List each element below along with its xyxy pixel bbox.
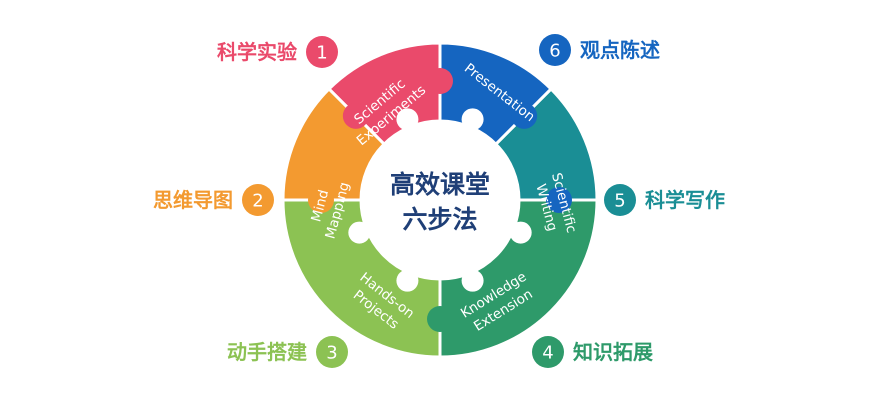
puzzle-knob-3	[511, 102, 538, 129]
puzzle-notch-2	[461, 108, 484, 131]
step-label-2: 2 思维导图	[153, 184, 274, 216]
puzzle-knob-4	[546, 187, 572, 213]
puzzle-knob-6	[308, 187, 334, 213]
step-label-4: 4 知识拓展	[532, 336, 653, 368]
step-number: 5	[614, 191, 625, 212]
puzzle-ring	[281, 41, 599, 359]
step-badge	[306, 36, 338, 68]
step-badge	[316, 336, 348, 368]
puzzle-notch-4	[348, 221, 371, 244]
step-title: 知识拓展	[573, 340, 653, 364]
step-label-3: 3 动手搭建	[227, 336, 348, 368]
step-label-6: 6 观点陈述	[539, 34, 660, 66]
step-number: 2	[252, 191, 263, 212]
puzzle-notch-6	[461, 269, 484, 292]
center-title-line-2: 六步法	[402, 205, 477, 234]
step-title: 动手搭建	[227, 340, 307, 364]
step-number: 3	[326, 343, 337, 364]
center-title-line-1: 高效课堂	[390, 170, 490, 199]
puzzle-knob-1	[342, 102, 369, 129]
step-title: 科学写作	[645, 188, 725, 212]
puzzle-knob-2	[427, 68, 453, 94]
puzzle-notch-1	[396, 108, 419, 131]
outer-labels: 1 科学实验 2 思维导图 3 动手搭建 4 知识拓展 5 科学写作 6 观点陈述	[153, 34, 725, 368]
puzzle-notch-5	[396, 269, 419, 292]
puzzle-notch-3	[509, 221, 532, 244]
step-badge	[604, 184, 636, 216]
center-hub: 高效课堂 六步法	[361, 121, 519, 279]
step-title: 观点陈述	[580, 38, 660, 62]
step-label-1: 1 科学实验	[217, 36, 338, 68]
step-label-5: 5 科学写作	[604, 184, 725, 216]
step-badge	[532, 336, 564, 368]
step-badge	[242, 184, 274, 216]
step-number: 1	[316, 43, 327, 64]
step-title: 科学实验	[217, 40, 297, 64]
step-number: 4	[542, 343, 553, 364]
puzzle-knob-5	[427, 306, 453, 332]
center-circle	[361, 121, 519, 279]
step-title: 思维导图	[153, 188, 233, 212]
step-number: 6	[549, 41, 560, 62]
step-badge	[539, 34, 571, 66]
